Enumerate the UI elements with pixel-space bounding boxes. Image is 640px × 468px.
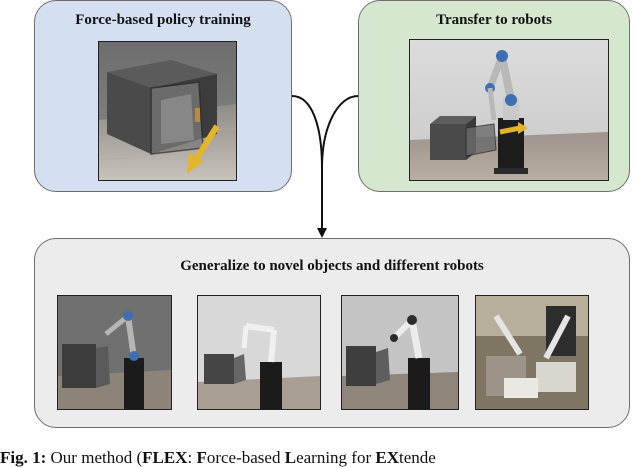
caption-letter-f: F bbox=[196, 448, 207, 467]
generalize-panel: Generalize to novel objects and differen… bbox=[34, 238, 630, 428]
generalize-image-2 bbox=[197, 295, 321, 410]
caption-text-1: Our method ( bbox=[50, 448, 143, 467]
training-simulation-image bbox=[98, 41, 237, 181]
generalize-image-1 bbox=[57, 295, 172, 410]
transfer-panel-title: Transfer to robots bbox=[436, 12, 552, 28]
caption-text-5: tende bbox=[399, 448, 436, 467]
caption-text-3: orce-based bbox=[206, 448, 285, 467]
transfer-robot-image bbox=[409, 39, 609, 181]
generalize-image-3 bbox=[341, 295, 459, 410]
transfer-panel: Transfer to robots bbox=[358, 0, 630, 192]
caption-letters-ex: EX bbox=[375, 448, 399, 467]
down-arrow-icon bbox=[317, 228, 327, 238]
caption-letter-l: L bbox=[284, 448, 297, 467]
caption-text-2: : bbox=[187, 448, 197, 467]
training-panel-title: Force-based policy training bbox=[75, 12, 251, 28]
caption-method-name: FLEX bbox=[142, 448, 188, 467]
figure-caption: Fig. 1: Our method (FLEX: Force-based Le… bbox=[0, 448, 640, 468]
caption-label: Fig. 1: bbox=[0, 448, 47, 467]
training-panel: Force-based policy training bbox=[34, 0, 292, 192]
flow-connector bbox=[291, 95, 359, 238]
generalize-image-4 bbox=[475, 295, 589, 410]
caption-text-4: earning for bbox=[296, 448, 376, 467]
generalize-panel-title: Generalize to novel objects and differen… bbox=[180, 258, 484, 274]
